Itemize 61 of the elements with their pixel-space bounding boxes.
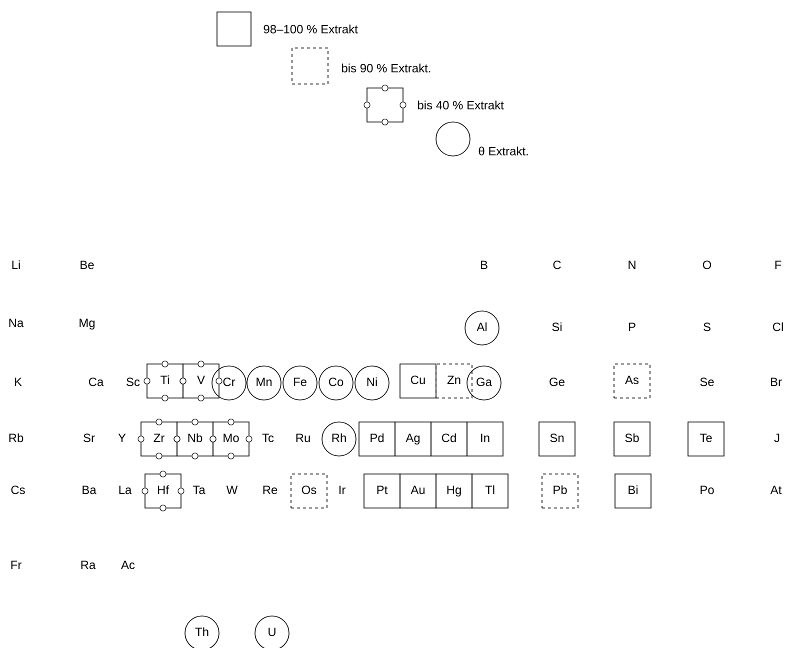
- marked-element-box: Hf: [142, 470, 184, 512]
- element-box: Pd: [358, 422, 396, 456]
- element-symbol: Po: [700, 486, 714, 494]
- element-box: Bi: [614, 474, 652, 508]
- element-symbol: Li: [12, 260, 20, 269]
- element-symbol: Rb: [9, 433, 24, 442]
- dashed-element-box: Os: [290, 474, 328, 508]
- element-box: Sn: [538, 422, 576, 456]
- dashed-element-box: As: [614, 364, 650, 398]
- marked-element-box: Mo: [210, 418, 252, 460]
- element-box: Cu: [400, 364, 436, 398]
- element-symbol: Sc: [126, 378, 140, 386]
- element-symbol: Y: [118, 434, 126, 442]
- element-symbol: Br: [771, 378, 782, 386]
- element-box: Ag: [394, 422, 432, 456]
- element-symbol: Ta: [192, 486, 206, 494]
- element-symbol: J: [774, 434, 780, 442]
- element-box: Hg: [436, 474, 472, 508]
- element-box: Te: [688, 422, 724, 456]
- dashed-element-box: Pb: [542, 474, 578, 508]
- element-symbol: Cs: [11, 486, 25, 494]
- element-symbol: Ca: [88, 378, 104, 386]
- element-symbol: Mg: [80, 318, 95, 330]
- element-symbol: S: [704, 322, 710, 332]
- element-box: Cd: [430, 422, 468, 456]
- dashed-element-box: Zn: [436, 364, 472, 398]
- element-symbol: P: [629, 322, 636, 331]
- element-symbol: F: [775, 260, 782, 269]
- element-symbol: B: [481, 260, 488, 269]
- element-symbol: W: [226, 486, 238, 494]
- element-symbol: Se: [700, 378, 714, 386]
- element-symbol: Ba: [82, 486, 96, 494]
- element-symbol: At: [770, 486, 782, 494]
- element-symbol: K: [15, 378, 22, 386]
- element-symbol: O: [702, 260, 712, 270]
- element-box: Tl: [472, 474, 508, 508]
- element-box: Au: [400, 474, 436, 508]
- element-symbol: Cl: [772, 322, 783, 332]
- element-symbol: Sr: [84, 434, 95, 442]
- element-symbol: N: [628, 260, 636, 269]
- element-box: In: [466, 422, 504, 456]
- element-symbol: Ru: [296, 434, 310, 442]
- element-symbol: Be: [80, 260, 94, 270]
- element-symbol: Ac: [121, 560, 135, 570]
- element-symbol: La: [119, 486, 132, 494]
- legend-text: bis 90 % Extrakt.: [342, 64, 430, 72]
- element-symbol: C: [553, 260, 561, 270]
- element-symbol: Na: [9, 318, 24, 328]
- element-box: Sb: [614, 422, 650, 456]
- element-symbol: Ge: [550, 378, 564, 386]
- element-box: Pt: [364, 474, 400, 508]
- legend-text: bis 40 % Extrakt: [418, 100, 504, 110]
- legend-text: θ Extrakt.: [478, 146, 528, 156]
- element-symbol: Si: [552, 322, 562, 332]
- element-symbol: Fr: [11, 560, 22, 569]
- legend-text: 98–100 % Extrakt: [264, 24, 358, 34]
- element-symbol: Ra: [81, 560, 96, 570]
- marked-element-box: V: [180, 360, 222, 402]
- element-symbol: Re: [263, 486, 278, 494]
- element-symbol: Tc: [262, 434, 274, 442]
- element-symbol: Ir: [339, 486, 346, 494]
